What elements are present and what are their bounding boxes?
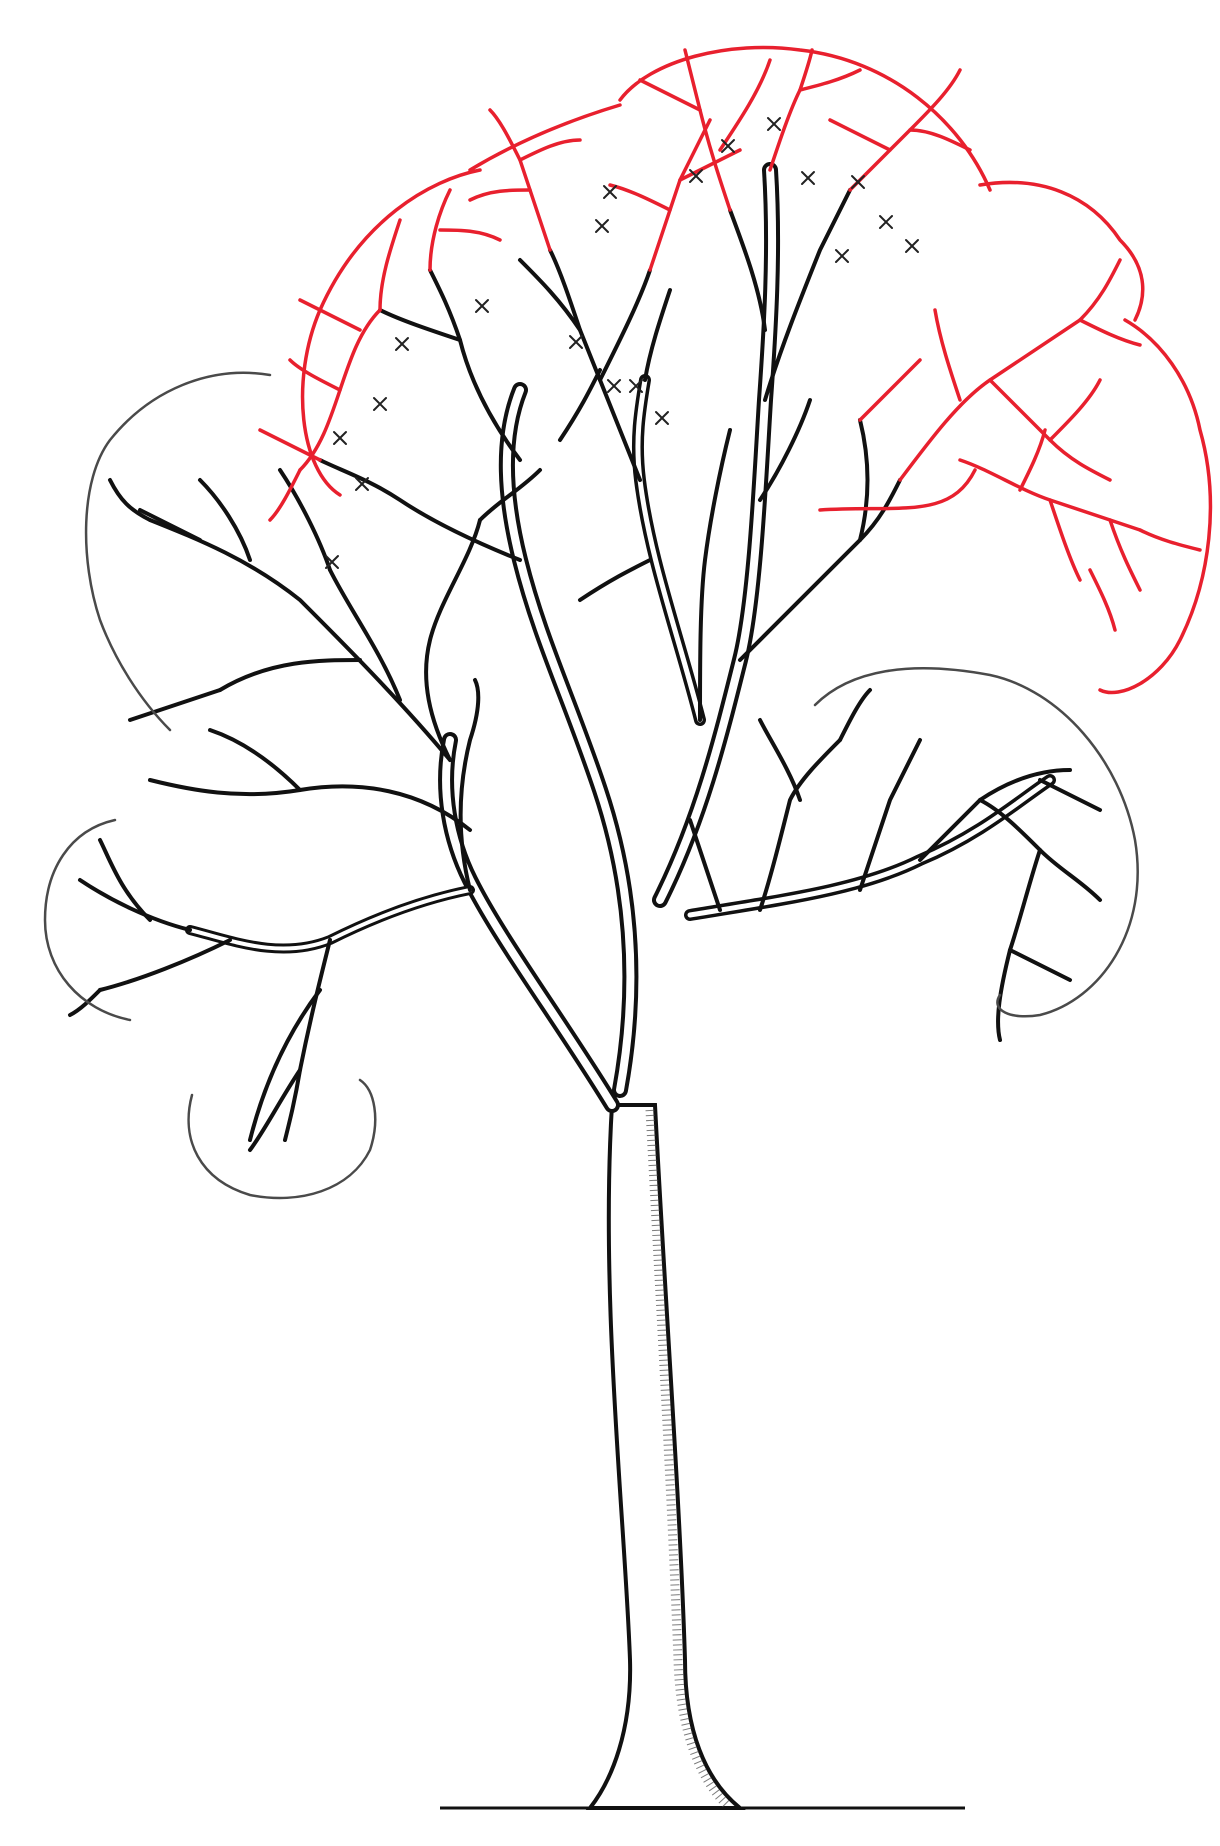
cut-mark-icon	[880, 216, 892, 228]
cut-mark-icon	[802, 172, 814, 184]
cut-mark-icon	[852, 176, 864, 188]
cut-mark-icon	[604, 186, 616, 198]
cut-mark-icon	[836, 250, 848, 262]
cut-mark-icon	[608, 380, 620, 392]
left-lower-crown-outline	[45, 820, 130, 1020]
removed-growth	[260, 50, 1200, 630]
cut-mark-icon	[768, 118, 780, 130]
cut-mark-icon	[396, 338, 408, 350]
cut-mark-icon	[906, 240, 918, 252]
cut-mark-icon	[374, 398, 386, 410]
cut-mark-icon	[476, 300, 488, 312]
trunk-outline	[590, 1105, 740, 1808]
cut-mark-icon	[570, 336, 582, 348]
trunk	[590, 1105, 740, 1808]
cut-mark-icon	[596, 220, 608, 232]
cut-mark-icon	[334, 432, 346, 444]
right-crown-outline	[815, 668, 1138, 1016]
cut-mark-icon	[656, 412, 668, 424]
cut-marks	[326, 118, 918, 568]
